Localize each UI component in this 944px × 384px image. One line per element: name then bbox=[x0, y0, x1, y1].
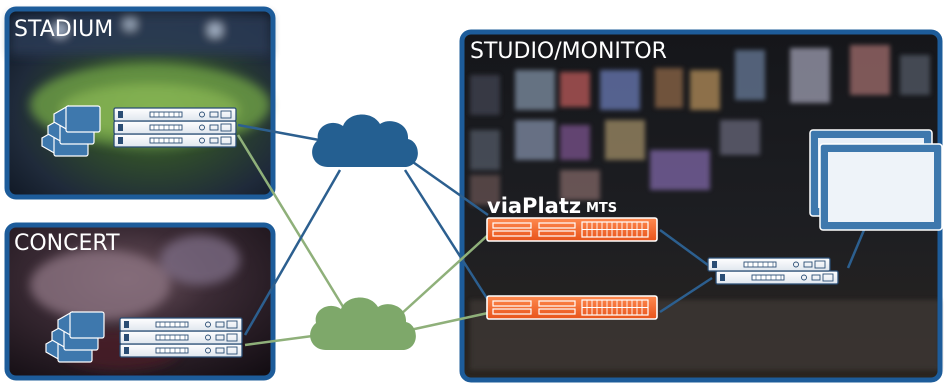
rack-server-icon bbox=[119, 330, 243, 345]
concert-label: CONCERT bbox=[14, 231, 120, 256]
cloud-network-blue-icon bbox=[312, 114, 418, 167]
studio-rack-stack bbox=[707, 257, 839, 285]
mts-server-primary bbox=[486, 217, 658, 242]
rack-server-icon bbox=[113, 120, 237, 135]
link-bluecloud-mts2 bbox=[403, 169, 490, 301]
rack-server-icon bbox=[707, 257, 831, 272]
link-rack-monitor bbox=[846, 229, 866, 269]
link-stadium-greencloud bbox=[236, 134, 347, 311]
link-bluecloud-mts1 bbox=[409, 158, 489, 217]
link-greencloud-mts2 bbox=[409, 311, 489, 332]
rack-server-icon bbox=[715, 270, 839, 285]
stadium-label: STADIUM bbox=[14, 17, 113, 42]
stadium-panel: STADIUM bbox=[4, 6, 276, 200]
monitor-icon bbox=[809, 129, 943, 231]
cloud-network-green-icon bbox=[310, 297, 416, 350]
rack-server-icon bbox=[119, 317, 243, 332]
link-mts2-studio-rack bbox=[659, 276, 713, 314]
link-greencloud-mts1 bbox=[399, 234, 489, 316]
studio-label: STUDIO/MONITOR bbox=[470, 39, 667, 64]
rack-server-icon bbox=[119, 343, 243, 358]
link-concert-bluecloud bbox=[243, 169, 342, 336]
connection-lines bbox=[236, 123, 866, 347]
stadium-rack-stack bbox=[113, 107, 237, 148]
mts-server-secondary bbox=[486, 295, 658, 320]
viaplatz-brand: viaPlatz MTS bbox=[487, 194, 617, 218]
rack-server-icon bbox=[113, 107, 237, 122]
brand-name: viaPlatz bbox=[487, 194, 581, 218]
link-stadium-bluecloud bbox=[237, 123, 331, 144]
concert-rack-stack bbox=[119, 317, 243, 358]
link-mts1-studio-rack bbox=[659, 228, 713, 270]
brand-suffix: MTS bbox=[586, 201, 617, 216]
rack-server-icon bbox=[113, 133, 237, 148]
link-concert-greencloud bbox=[244, 333, 321, 347]
